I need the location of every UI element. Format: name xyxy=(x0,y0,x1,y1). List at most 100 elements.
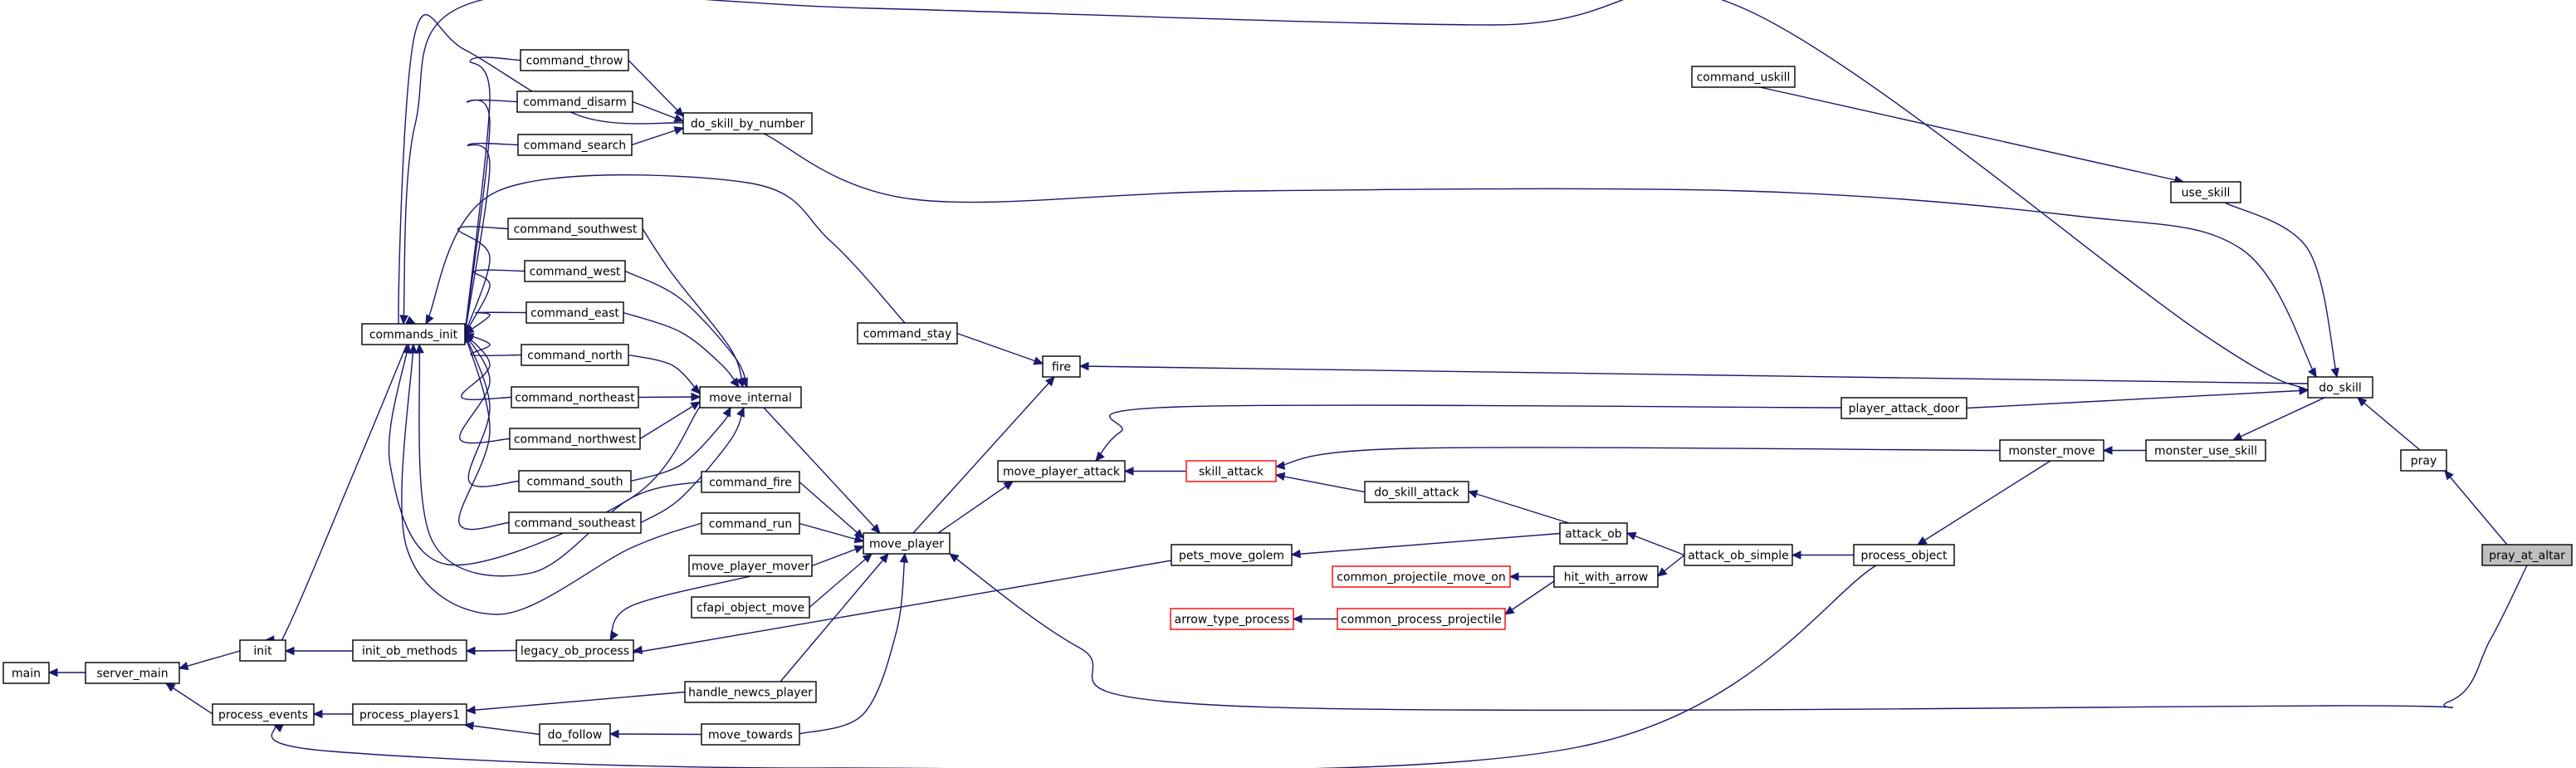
node-commands-init[interactable]: commands_init xyxy=(361,323,466,345)
node-box xyxy=(1559,522,1628,545)
node-pray[interactable]: pray xyxy=(2400,449,2447,472)
edge-move_player-move_player_attack-arrowhead xyxy=(1003,481,1014,491)
node-label: command_fire xyxy=(709,477,792,490)
edge-command_east-move_internal xyxy=(623,311,740,388)
node-command-run[interactable]: command_run xyxy=(701,512,800,535)
node-init[interactable]: init xyxy=(239,639,286,662)
node-server-main[interactable]: server_main xyxy=(85,662,180,684)
node-label: process_object xyxy=(1861,550,1948,563)
node-command-uskill[interactable]: command_uskill xyxy=(1691,66,1796,88)
node-label: player_attack_door xyxy=(1849,403,1960,416)
node-box xyxy=(1185,460,1277,482)
node-box xyxy=(682,112,813,135)
edge-command_disarm-do_skill_by_number-arrowhead xyxy=(673,114,685,123)
edge-hit_with_arrow-common_projectile_move_on-arrowhead xyxy=(1508,572,1519,581)
node-command-search[interactable]: command_search xyxy=(517,134,633,156)
node-command-northeast[interactable]: command_northeast xyxy=(511,386,639,408)
edge-move_internal-move_player-arrowhead xyxy=(870,523,881,534)
edge-command_southwest-commands_init xyxy=(457,226,509,335)
node-move-player-attack[interactable]: move_player_attack xyxy=(997,460,1126,482)
node-command-west[interactable]: command_west xyxy=(524,260,626,282)
edge-process_events-server_main-arrowhead xyxy=(164,682,176,692)
node-command-stay[interactable]: command_stay xyxy=(857,322,958,345)
edge-command_north-commands_init xyxy=(464,333,522,357)
edge-do_skill_by_number-do_skill-arrowhead xyxy=(2308,367,2317,379)
node-command-fire[interactable]: command_fire xyxy=(701,471,800,493)
node-box xyxy=(1553,565,1659,588)
node-cfapi-object-move[interactable]: cfapi_object_move xyxy=(691,596,810,619)
edge-command_disarm-do_skill_by_number xyxy=(632,100,684,122)
node-process-players1[interactable]: process_players1 xyxy=(352,703,467,726)
node-legacy-ob-process[interactable]: legacy_ob_process xyxy=(516,639,634,662)
edge-pray_at_altar-pray-arrowhead xyxy=(2444,470,2454,481)
node-player-attack-door[interactable]: player_attack_door xyxy=(1840,397,1967,419)
node-pray-at-altar[interactable]: pray_at_altar xyxy=(2481,544,2573,566)
edge-command_south-commands_init xyxy=(464,333,520,487)
node-label: common_projectile_move_on xyxy=(1337,571,1506,585)
node-box xyxy=(352,639,467,662)
node-command-south[interactable]: command_south xyxy=(518,470,632,492)
node-move-towards[interactable]: move_towards xyxy=(701,723,800,746)
node-label: move_player xyxy=(869,538,944,551)
node-attack-ob-simple[interactable]: attack_ob_simple xyxy=(1684,544,1793,566)
edge-move_towards-do_follow xyxy=(609,733,702,736)
node-attack-ob[interactable]: attack_ob xyxy=(1559,522,1628,545)
node-box xyxy=(1337,608,1506,630)
node-label: command_southwest xyxy=(514,223,638,237)
node-arrow-type-process[interactable]: arrow_type_process xyxy=(1170,608,1294,630)
edge-command_east-commands_init xyxy=(464,311,527,335)
node-skill-attack[interactable]: skill_attack xyxy=(1185,460,1277,482)
node-command-southeast[interactable]: command_southeast xyxy=(508,511,642,534)
edge-command_throw-do_skill_by_number-arrowhead xyxy=(673,106,684,117)
node-monster-use-skill[interactable]: monster_use_skill xyxy=(2145,439,2266,462)
edge-command_east-move_internal-arrowhead xyxy=(730,377,740,388)
node-process-events[interactable]: process_events xyxy=(212,703,315,726)
node-hit-with-arrow[interactable]: hit_with_arrow xyxy=(1553,565,1659,588)
node-label: do_skill_attack xyxy=(1374,487,1459,500)
edge-command_west-move_internal xyxy=(624,270,748,388)
node-box xyxy=(2400,449,2447,472)
node-command-southwest[interactable]: command_southwest xyxy=(507,218,643,240)
node-use-skill[interactable]: use_skill xyxy=(2170,181,2241,203)
node-do-skill-by-number[interactable]: do_skill_by_number xyxy=(682,112,813,135)
node-command-east[interactable]: command_east xyxy=(525,301,624,324)
edge-command_fire-commands_init xyxy=(418,344,702,577)
edge-do_skill-monster_use_skill-arrowhead xyxy=(2231,432,2243,441)
node-handle-newcs-player[interactable]: handle_newcs_player xyxy=(684,681,817,703)
node-main[interactable]: main xyxy=(2,662,50,684)
node-monster-move[interactable]: monster_move xyxy=(1999,439,2104,462)
node-box xyxy=(517,134,633,156)
node-do-follow[interactable]: do_follow xyxy=(539,723,611,746)
call-graph-nodes: main server_main init process_events command… xyxy=(2,49,2573,746)
edge-do_skill-monster_use_skill xyxy=(2232,397,2325,441)
node-label: command_disarm xyxy=(523,96,627,110)
node-pets-move-golem[interactable]: pets_move_golem xyxy=(1171,544,1293,566)
node-label: attack_ob_simple xyxy=(1688,550,1789,563)
edge-command_throw-do_skill_by_number xyxy=(628,60,684,117)
node-move-internal[interactable]: move_internal xyxy=(699,386,802,408)
node-move-player[interactable]: move_player xyxy=(863,532,951,555)
node-do-skill[interactable]: do_skill xyxy=(2307,376,2373,399)
edge-command_search-do_skill_by_number-arrowhead xyxy=(673,126,685,135)
node-box xyxy=(511,386,639,408)
edge-command_fire-move_player xyxy=(799,481,864,539)
node-process-object[interactable]: process_object xyxy=(1853,544,1955,566)
node-command-northwest[interactable]: command_northwest xyxy=(509,428,641,450)
edge-player_attack_door-move_player_attack-arrowhead xyxy=(1095,451,1105,462)
node-init-ob-methods[interactable]: init_ob_methods xyxy=(352,639,467,662)
node-command-north[interactable]: command_north xyxy=(521,344,629,366)
node-command-disarm[interactable]: command_disarm xyxy=(516,90,633,113)
node-box xyxy=(509,428,641,450)
node-label: do_skill xyxy=(2319,382,2362,395)
edge-command_disarm-commands_init xyxy=(464,99,518,335)
node-do-skill-attack[interactable]: do_skill_attack xyxy=(1364,481,1469,503)
node-label: move_towards xyxy=(708,729,793,742)
node-move-player-mover[interactable]: move_player_mover xyxy=(688,555,813,577)
node-box xyxy=(2170,181,2241,203)
node-command-throw[interactable]: command_throw xyxy=(520,49,629,71)
node-fire[interactable]: fire xyxy=(1042,355,1081,378)
edge-attack_ob_simple-hit_with_arrow-arrowhead xyxy=(1657,567,1668,577)
node-common-process-projectile[interactable]: common_process_projectile xyxy=(1337,608,1506,630)
edge-move_player_mover-move_player xyxy=(811,545,864,567)
node-common-projectile-move-on[interactable]: common_projectile_move_on xyxy=(1332,565,1511,588)
